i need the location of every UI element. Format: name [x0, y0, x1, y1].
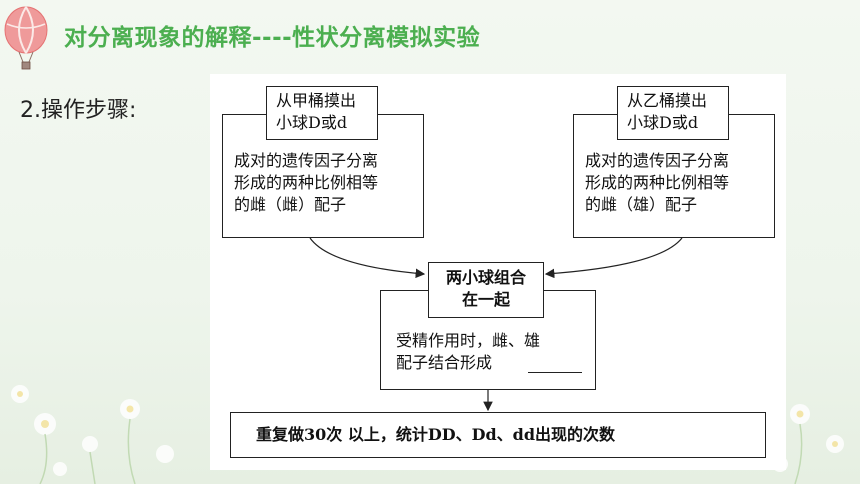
left-header-box [266, 86, 378, 140]
bottom-text: 重复做30次 以上，统计DD、Dd、dd出现的次数 [256, 425, 616, 444]
left-arrow [309, 237, 426, 279]
bottom-box [230, 412, 766, 458]
right-arrow [544, 237, 683, 279]
left-body-text: 成对的遗传因子分离 形成的两种比例相等 的雌（雌）配子 [234, 151, 379, 214]
center-header-text: 两小球组合 在一起 [445, 268, 526, 309]
hot-air-balloon-icon [4, 6, 48, 70]
center-body-text: 受精作用时，雌、雄 配子结合形成 [396, 331, 541, 372]
left-header-text: 从甲桶摸出 小球D或d [276, 91, 357, 132]
center-header-box [428, 262, 544, 318]
right-header-box [617, 86, 729, 140]
steps-label: 2.操作步骤: [20, 98, 137, 123]
answer-blank [528, 372, 582, 373]
right-header-text: 从乙桶摸出 小球D或d [627, 91, 708, 132]
slide-title: 对分离现象的解释----性状分离模拟实验 [64, 25, 481, 51]
right-body-text: 成对的遗传因子分离 形成的两种比例相等 的雌（雄）配子 [585, 151, 730, 214]
diagram-connectors [309, 237, 683, 412]
flow-diagram: 从甲桶摸出 小球D或d 成对的遗传因子分离 形成的两种比例相等 的雌（雌）配子 … [210, 74, 786, 470]
